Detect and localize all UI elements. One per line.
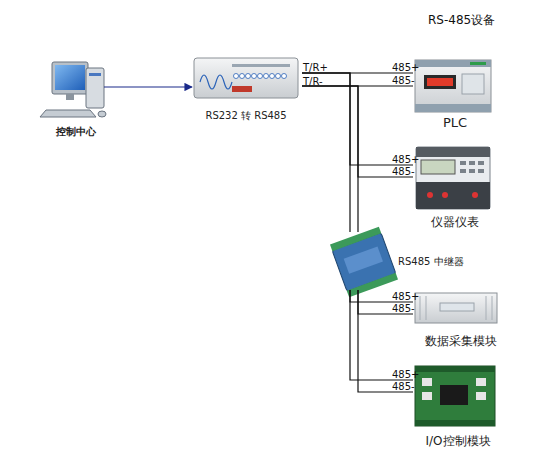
pcb-terminals xyxy=(415,366,495,372)
meter-jacks xyxy=(427,192,478,198)
monitor-stand xyxy=(66,94,74,100)
signal-label: 485+ xyxy=(392,291,419,302)
pcb xyxy=(415,366,495,426)
plc-panel xyxy=(462,74,484,94)
wave-logo xyxy=(200,75,232,89)
daq-ridges xyxy=(420,296,492,320)
meter-display xyxy=(421,160,455,174)
signal-label: T/R+ xyxy=(303,62,328,73)
device-label: 控制中心 xyxy=(56,126,96,138)
rs485-bus xyxy=(302,73,358,232)
device-node: I/O控制模块 xyxy=(413,362,503,448)
repeater-terminal xyxy=(330,227,381,251)
monitor-frame xyxy=(52,62,88,94)
computer-icon xyxy=(40,62,106,117)
wire xyxy=(302,73,350,232)
plc-display xyxy=(424,75,456,89)
device-label: PLC xyxy=(443,115,467,131)
repeater-label-plate xyxy=(344,246,383,273)
device-node: 控制中心 xyxy=(38,58,114,138)
signal-label: 485+ xyxy=(392,369,419,380)
diagram-title: RS-485设备 xyxy=(428,12,495,29)
io-board-illustration xyxy=(415,366,495,426)
plc-badge xyxy=(470,62,486,65)
signal-label: 485- xyxy=(392,303,415,314)
device-label: RS485 中继器 xyxy=(398,256,464,268)
signal-label: 485- xyxy=(392,166,415,177)
daq-illustration xyxy=(415,293,497,323)
signal-label: 485+ xyxy=(392,154,419,165)
device-node: 仪器仪表 xyxy=(413,143,497,229)
plc-digits xyxy=(427,78,453,86)
device-label: 数据采集模块 xyxy=(425,334,497,348)
mouse xyxy=(98,111,106,117)
device-label: I/O控制模块 xyxy=(425,434,490,448)
signal-label: 485+ xyxy=(392,62,419,73)
plc-case xyxy=(415,60,491,112)
print-band xyxy=(232,64,290,67)
device-node: PLC xyxy=(413,58,497,131)
led-strip xyxy=(232,86,252,92)
drive-bay xyxy=(89,73,101,76)
repeater-terminal xyxy=(347,273,398,297)
device-node: RS232 转 RS485 xyxy=(190,54,302,122)
pc-tower xyxy=(86,68,104,108)
daq-case xyxy=(415,293,497,323)
signal-label: 485- xyxy=(392,75,415,86)
pin-row xyxy=(234,74,287,79)
signal-label: T/R- xyxy=(303,76,323,87)
meter-buttons xyxy=(460,161,484,173)
keyboard xyxy=(40,110,96,117)
plc-terminals xyxy=(415,60,491,67)
signal-label: 485- xyxy=(392,381,415,392)
pcb-terminals xyxy=(415,420,495,426)
wire xyxy=(302,86,358,232)
monitor-screen xyxy=(55,65,85,90)
device-label: 仪器仪表 xyxy=(431,215,479,229)
meter-illustration xyxy=(416,147,490,209)
plc-illustration xyxy=(415,60,491,112)
daq-plate xyxy=(440,303,474,311)
wire xyxy=(104,86,192,87)
device-label: RS232 转 RS485 xyxy=(205,110,286,122)
repeater-illustration xyxy=(330,227,398,297)
converter-case xyxy=(194,58,298,98)
meter-case xyxy=(416,147,490,209)
meter-handle xyxy=(416,147,490,157)
serial-link xyxy=(104,87,192,88)
relays xyxy=(422,378,486,400)
device-node: RS485 中继器 xyxy=(334,232,394,290)
chip xyxy=(440,385,468,405)
meter-base xyxy=(416,182,490,209)
device-node: 数据采集模块 xyxy=(413,290,508,348)
converter-illustration xyxy=(194,58,298,98)
plc-terminals xyxy=(415,104,491,112)
